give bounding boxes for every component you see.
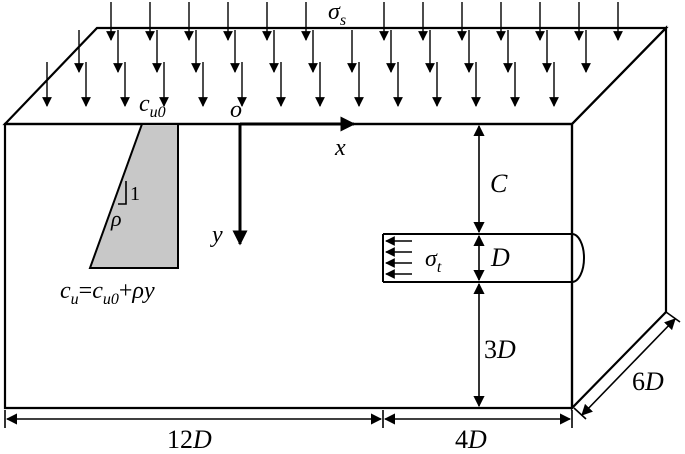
horizontal-dimensions [4,311,681,428]
sigma-s-label: σs [328,0,346,29]
origin-label: o [230,97,242,123]
cu-formula: cu=cu0+ρy [60,278,155,308]
block-side-face [570,25,668,411]
tunnel [382,233,585,283]
width-4d-label: 4D [455,425,487,454]
cu-profile-shape [88,123,179,269]
depth-6d-label: 6D [632,367,664,396]
x-axis-label: x [334,135,346,161]
block-outline [2,25,669,411]
y-axis-label: y [210,222,223,248]
block-top-face [2,26,669,126]
cover-label: C [490,169,508,198]
diameter-label: D [490,243,510,272]
below-label: 3D [484,335,516,364]
rho-label: ρ [110,206,122,231]
cu0-label: cu0 [139,91,166,121]
slope-triangle [118,181,127,205]
dim-depth-6d [581,318,676,416]
width-12d-label: 12D [167,425,212,454]
sigma-t-label: σt [425,246,442,276]
surcharge-arrows [42,2,623,107]
tunnel-support-arrows [385,236,412,279]
slope-one-label: 1 [130,183,140,205]
